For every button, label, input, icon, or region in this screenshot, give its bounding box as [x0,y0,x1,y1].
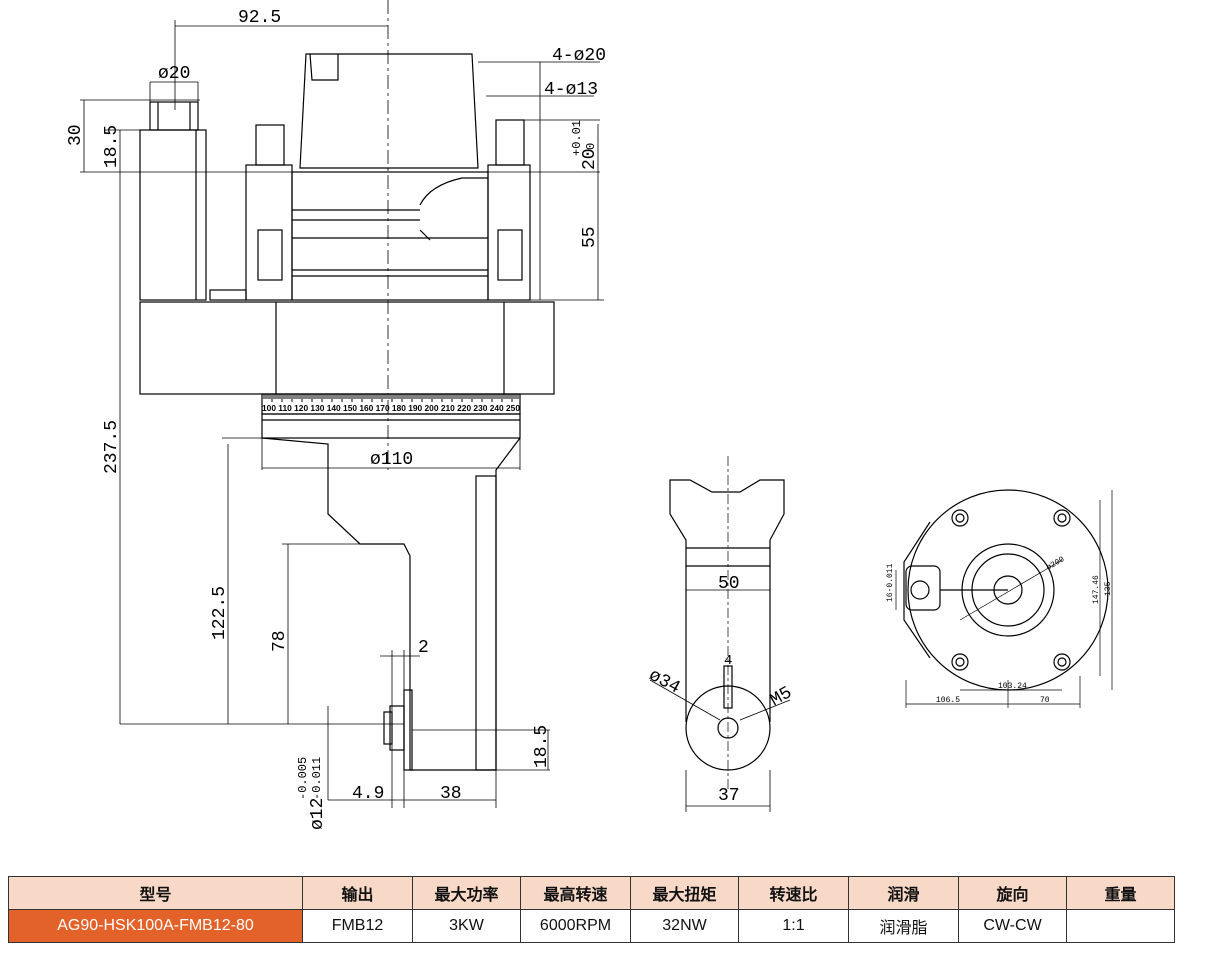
dim-106-5: 106.5 [936,696,960,705]
dim-18-5-bottom: 18.5 [532,725,552,768]
header-model: 型号 [8,876,303,910]
dim-2: 2 [418,638,429,658]
dim-135: 135 [1104,581,1113,596]
dim-30: 30 [66,124,86,146]
header-weight: 重量 [1066,876,1175,910]
dim-4-9: 4.9 [352,784,384,804]
front-view [139,0,555,771]
dim-20-tol-lower: 0 [584,143,598,150]
dim-55: 55 [580,226,600,248]
table-row: AG90-HSK100A-FMB12-80 FMB12 3KW 6000RPM … [8,909,1175,943]
cell-output: FMB12 [302,909,413,943]
dim-phi12-lower: -0.011 [310,757,324,800]
cell-max-power: 3KW [412,909,521,943]
dim-phi200: ø200 [1045,555,1066,572]
header-rotation: 旋向 [958,876,1067,910]
header-max-torque: 最大扭矩 [630,876,739,910]
dim-4-side: 4 [724,653,732,669]
dim-phi110: ø110 [370,450,413,470]
dim-phi12-upper: -0.005 [296,757,310,800]
cell-model: AG90-HSK100A-FMB12-80 [8,909,303,943]
dim-92-5: 92.5 [238,8,281,28]
cell-max-speed: 6000RPM [520,909,631,943]
dim-20-tol-upper: +0.01 [570,120,584,156]
dim-103-24: 103.24 [998,682,1027,691]
side-view [649,456,791,812]
cell-lubrication: 润滑脂 [848,909,959,943]
scale-labels: 100 110 120 130 140 150 160 170 180 190 … [262,404,521,413]
dim-37: 37 [718,786,740,806]
cell-weight [1066,909,1175,943]
spec-table: 型号 输出 最大功率 最高转速 最大扭矩 转速比 润滑 旋向 重量 AG90-H… [8,876,1175,943]
dim-78: 78 [270,630,290,652]
cell-speed-ratio: 1:1 [738,909,849,943]
cell-rotation: CW-CW [958,909,1067,943]
header-speed-ratio: 转速比 [738,876,849,910]
dim-4-phi13: 4-ø13 [544,80,598,100]
dim-70: 70 [1040,696,1050,705]
dim-122-5: 122.5 [210,586,230,640]
dim-phi20: ø20 [158,64,190,84]
dim-phi34: ø34 [645,666,683,699]
header-lubrication: 润滑 [848,876,959,910]
dim-16-011: 16-0.011 [886,563,895,602]
technical-drawing: 92.5 ø20 4-ø20 4-ø13 30 18.5 20 +0.01 0 … [66,0,1113,830]
header-max-speed: 最高转速 [520,876,631,910]
dim-4-phi20: 4-ø20 [552,46,606,66]
dim-20-tolerance: 20 [580,148,600,170]
dim-38: 38 [440,784,462,804]
header-output: 输出 [302,876,413,910]
dim-237-5: 237.5 [102,420,122,474]
top-view [895,489,1113,708]
table-header-row: 型号 输出 最大功率 最高转速 最大扭矩 转速比 润滑 旋向 重量 [8,876,1175,910]
dim-18-5-top: 18.5 [102,125,122,168]
dim-m5: M5 [767,683,796,711]
cell-max-torque: 32NW [630,909,739,943]
scale-ticks [261,394,519,402]
dim-147-46: 147.46 [1092,575,1101,604]
dim-50: 50 [718,574,740,594]
header-max-power: 最大功率 [412,876,521,910]
dim-phi12: ø12 [308,798,328,830]
